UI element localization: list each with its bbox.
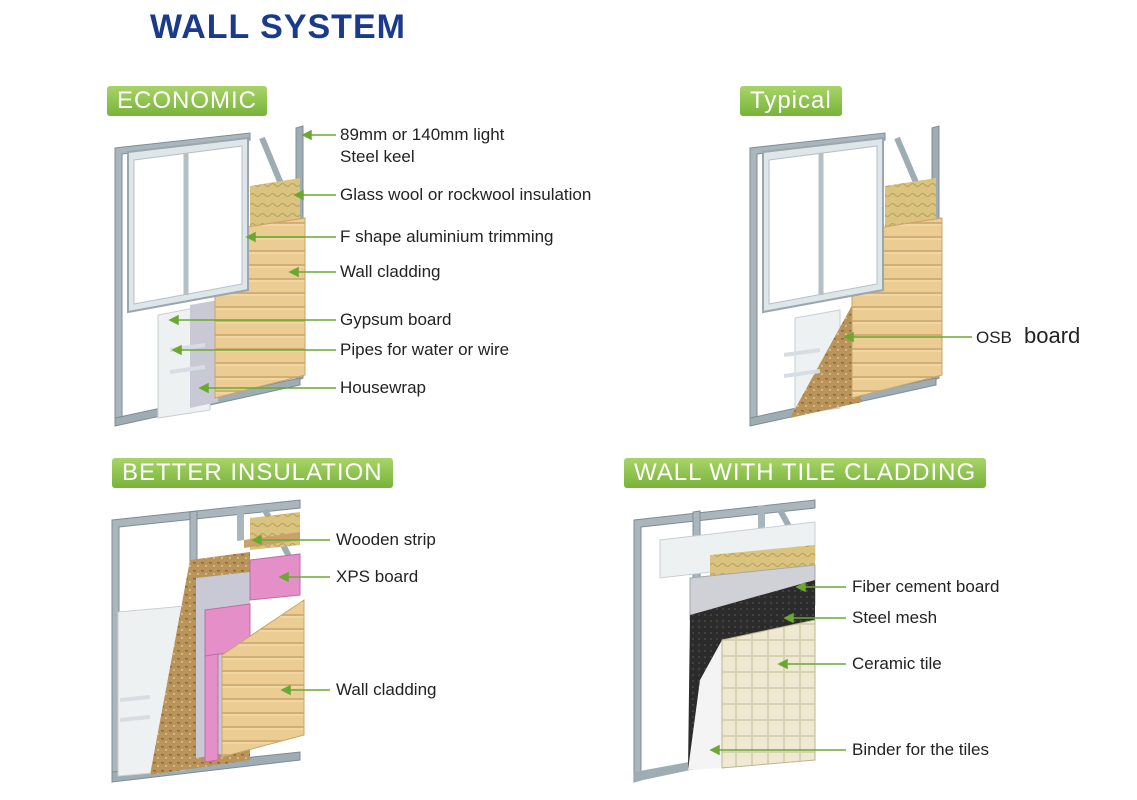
label-binder: Binder for the tiles bbox=[852, 740, 990, 759]
label-osb: OSB bbox=[976, 328, 1012, 347]
label-osb-board: board bbox=[1024, 323, 1081, 348]
label-fiber-cement-board: Fiber cement board bbox=[852, 577, 1000, 596]
label-housewrap: Housewrap bbox=[340, 378, 426, 397]
label-aluminium-trimming: F shape aluminium trimming bbox=[340, 227, 554, 246]
economic-wall-illustration bbox=[114, 125, 306, 427]
label-gypsum-board: Gypsum board bbox=[340, 310, 452, 329]
label-steel-mesh: Steel mesh bbox=[852, 608, 938, 627]
better-insulation-wall-illustration bbox=[111, 499, 305, 783]
label-wall-cladding: Wall cladding bbox=[340, 262, 441, 281]
tag-economic: ECONOMIC bbox=[107, 86, 267, 116]
page-title: WALL SYSTEM bbox=[150, 8, 406, 46]
leader-lines bbox=[168, 129, 972, 756]
label-wooden-strip: Wooden strip bbox=[336, 530, 436, 549]
typical-wall-illustration bbox=[749, 125, 943, 427]
tag-better-insulation: BETTER INSULATION bbox=[112, 458, 393, 488]
tag-wall-with-tile-cladding: WALL WITH TILE CLADDING bbox=[624, 458, 987, 488]
label-steel-keel: Steel keel bbox=[340, 147, 415, 166]
label-wall-cladding-2: Wall cladding bbox=[336, 680, 437, 699]
tag-typical: Typical bbox=[740, 86, 842, 116]
label-pipes: Pipes for water or wire bbox=[340, 340, 510, 359]
label-insulation: Glass wool or rockwool insulation bbox=[340, 185, 592, 204]
label-steel-keel-size: 89mm or 140mm light bbox=[340, 125, 505, 144]
label-ceramic-tile: Ceramic tile bbox=[852, 654, 942, 673]
label-xps-board: XPS board bbox=[336, 567, 419, 586]
tile-cladding-wall-illustration bbox=[633, 499, 816, 783]
